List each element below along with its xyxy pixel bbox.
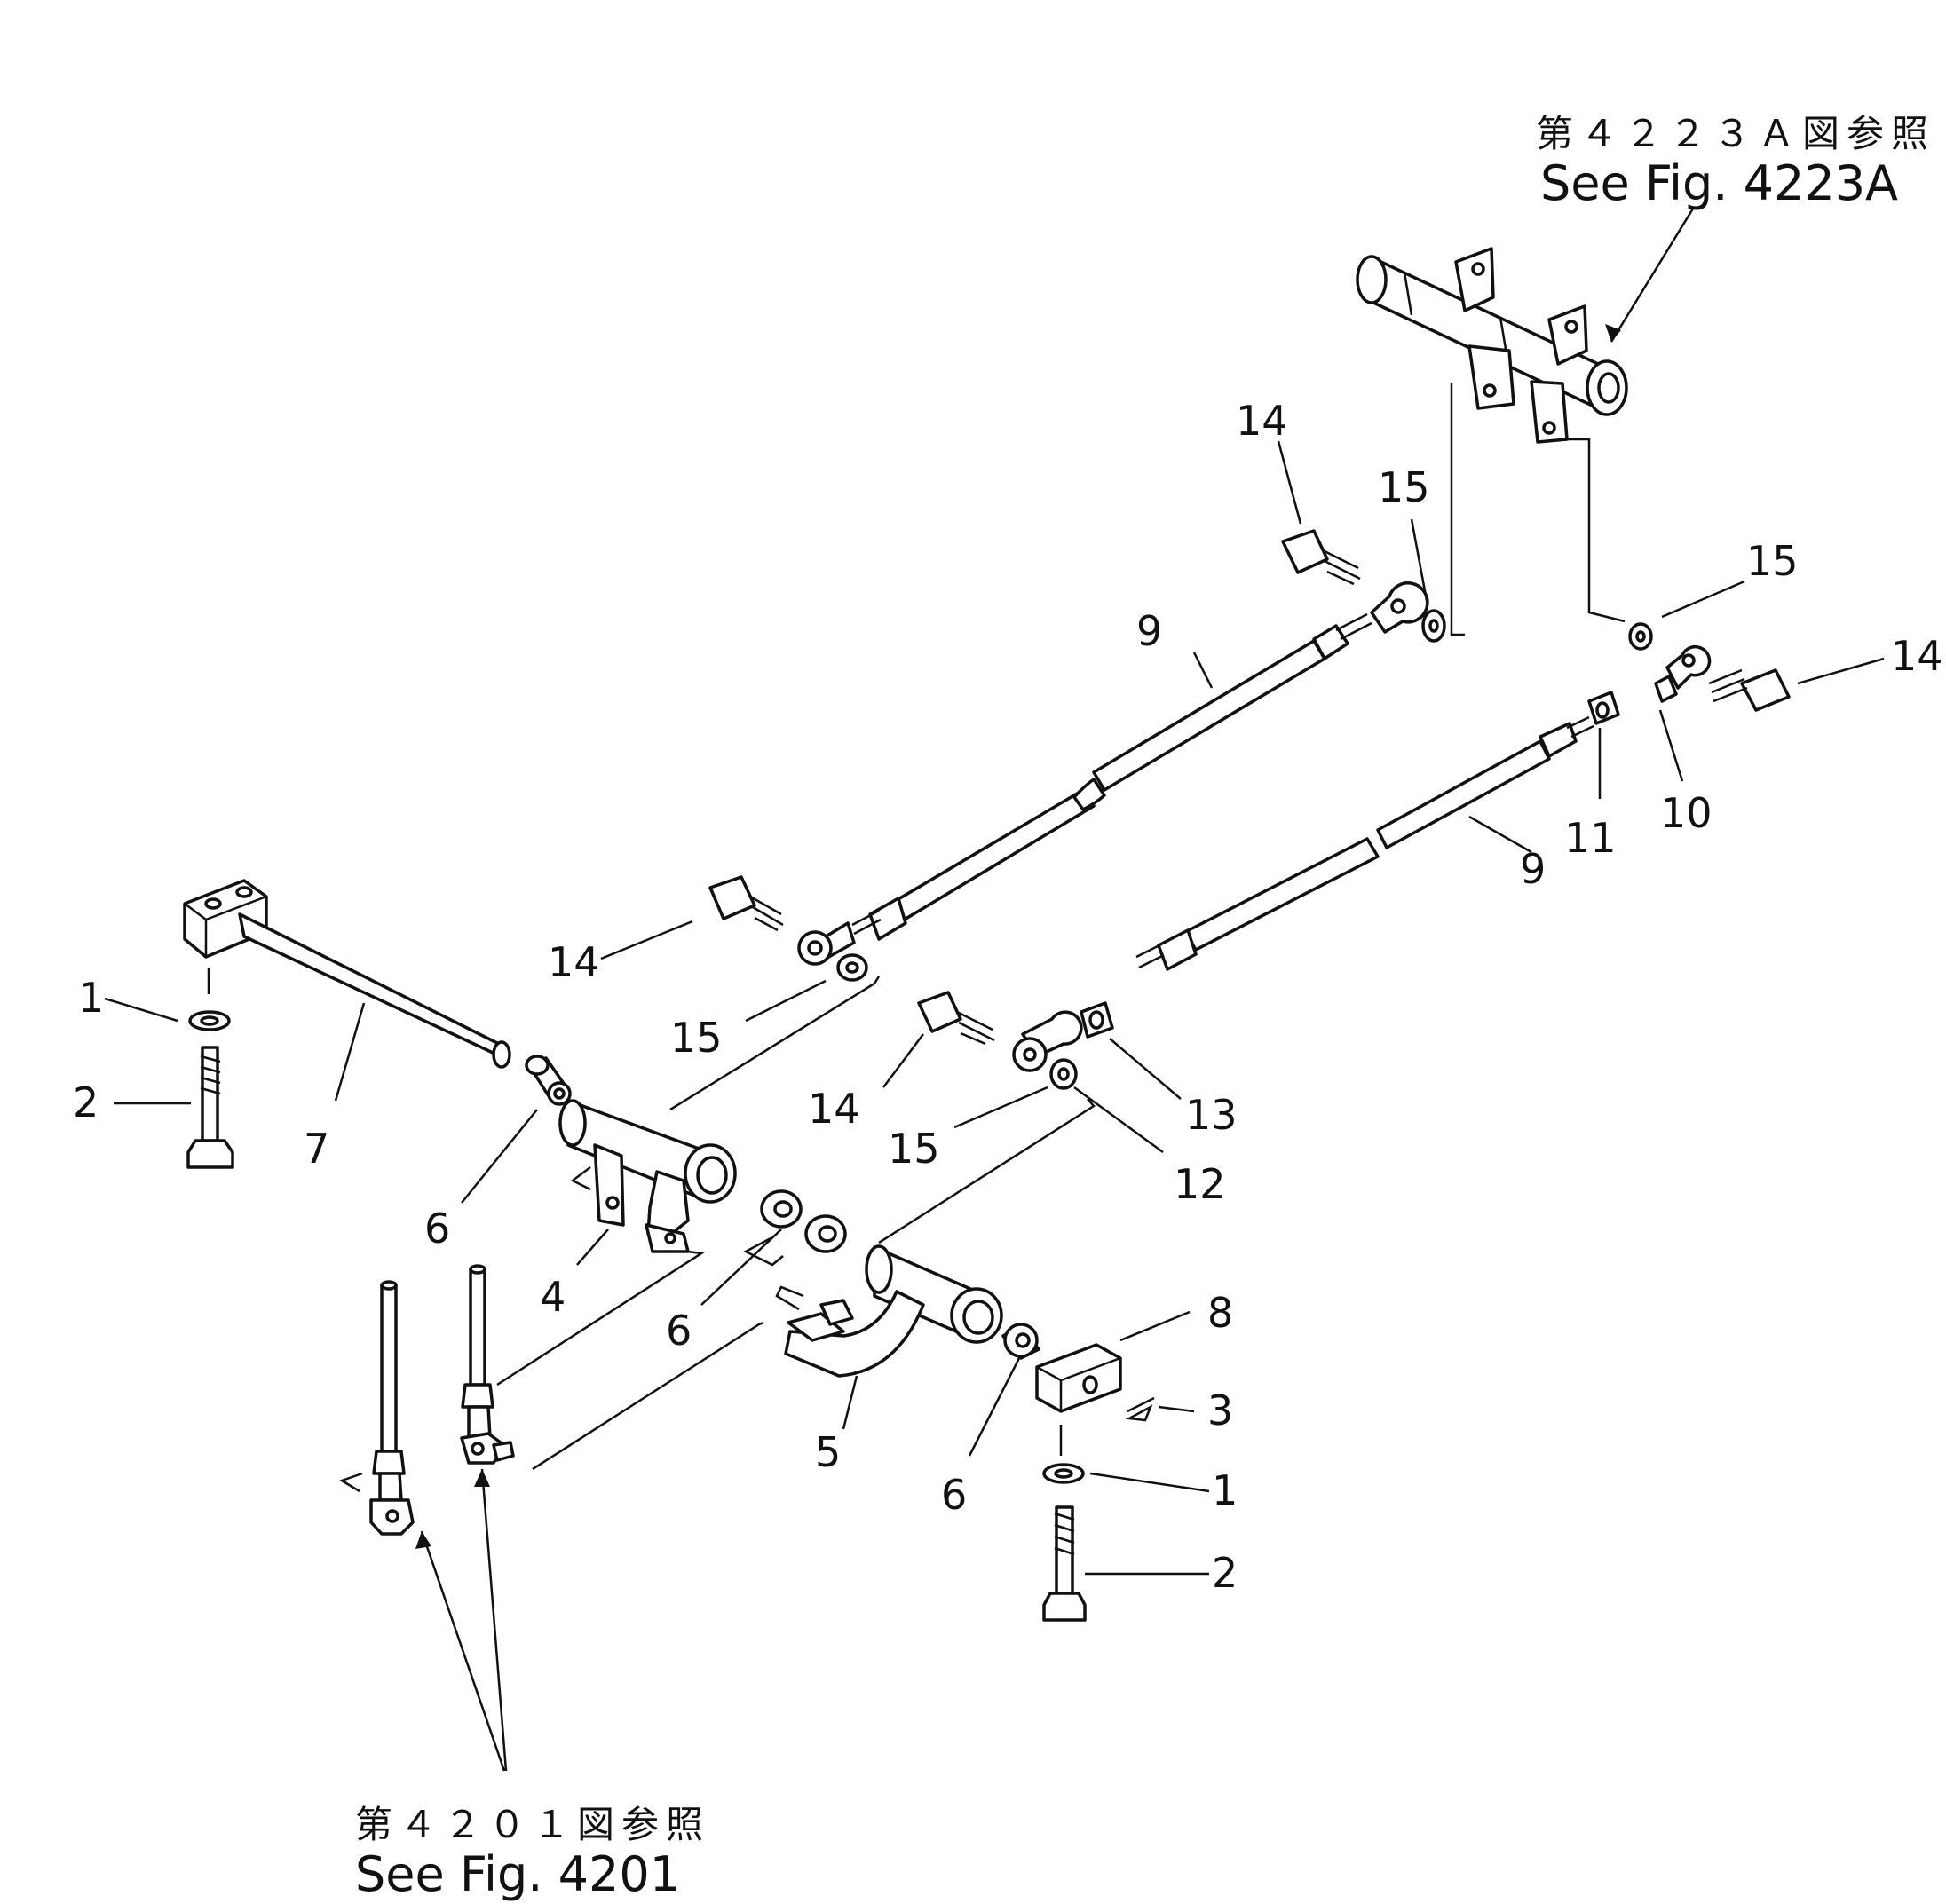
callout-2: 2 [73,1078,99,1126]
cross-shaft-assembly [1356,247,1628,636]
callout-11: 11 [1564,814,1617,862]
bracket-8 [1035,1343,1155,1422]
top-ref-en[interactable]: See Fig. 4223A [1540,155,1898,211]
callout-6: 6 [666,1307,692,1355]
callout-13: 13 [1185,1091,1238,1139]
left-washer-bolt [186,968,234,1169]
left-bolt-14 [669,875,881,1111]
callout-14: 14 [1236,397,1288,445]
control-rods-4201 [339,1264,515,1536]
bushing-6-right [1001,1323,1040,1360]
right-washer-bolt [1042,1425,1087,1622]
callout-12: 12 [1174,1160,1226,1208]
callout-3: 3 [1207,1387,1233,1434]
part-callouts: 14 15 15 14 9 11 10 9 14 1 15 2 7 14 13 … [73,397,1943,1597]
shaft-7 [183,879,511,1069]
callout-7: 7 [304,1125,329,1173]
callout-6: 6 [941,1471,967,1519]
bushing-6-left [525,1055,572,1106]
callout-14: 14 [1891,632,1943,680]
callout-14: 14 [808,1085,860,1133]
top-ref-jp: 第４２２３Ａ図参照 [1536,112,1935,155]
upper-bolt-14 [1281,529,1446,643]
bottom-ref-jp: 第４２０１図参照 [355,1803,710,1846]
callout-1: 1 [1212,1466,1238,1514]
lever-5 [532,1244,1003,1471]
lever-4 [496,1099,737,1387]
callout-15: 15 [1746,537,1799,585]
bushing-6-middle [743,1189,847,1267]
leader-lines [104,208,1885,1772]
right-end-hardware [1587,622,1791,725]
callout-8: 8 [1207,1289,1233,1337]
callout-14: 14 [548,938,600,986]
rod-9-upper [797,581,1429,966]
callout-1: 1 [78,974,104,1022]
callout-6: 6 [424,1205,450,1252]
callout-10: 10 [1660,789,1713,837]
bottom-ref-en[interactable]: See Fig. 4201 [355,1846,680,1902]
callout-9: 9 [1136,607,1162,655]
callout-2: 2 [1212,1549,1238,1597]
callout-5: 5 [815,1428,841,1476]
callout-15: 15 [888,1125,940,1173]
callout-9: 9 [1520,845,1546,893]
callout-4: 4 [540,1273,566,1321]
callout-15: 15 [1378,463,1430,511]
callout-15: 15 [670,1014,723,1062]
middle-hardware [878,991,1114,1244]
rod-9-lower [1135,715,1594,971]
